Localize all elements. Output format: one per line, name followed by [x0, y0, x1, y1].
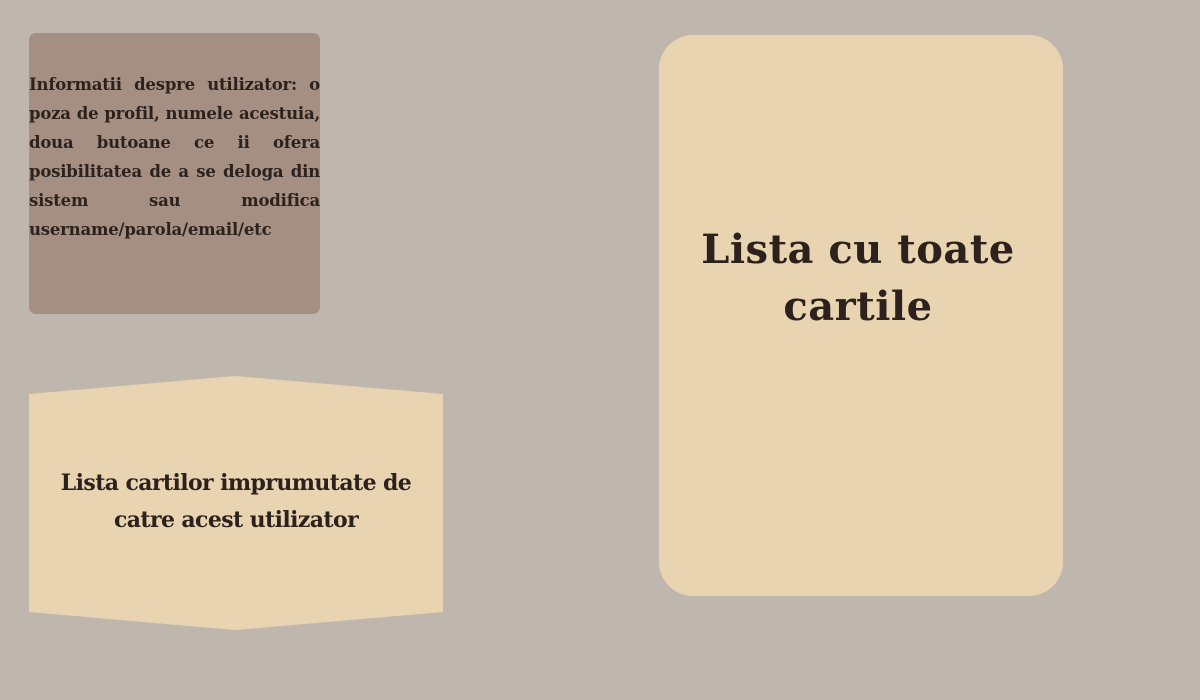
- borrowed-books-panel: Lista cartilor imprumutate de catre aces…: [29, 376, 443, 630]
- borrowed-books-banner-shape: [29, 376, 443, 630]
- borrowed-books-label: Lista cartilor imprumutate de catre aces…: [60, 470, 412, 533]
- user-info-panel: Informatii despre utilizator: o poza de …: [29, 33, 320, 314]
- all-books-panel: Lista cu toate cartile: [659, 35, 1063, 596]
- user-info-description: Informatii despre utilizator: o poza de …: [29, 75, 320, 239]
- all-books-title: Lista cu toate cartile: [701, 226, 1015, 330]
